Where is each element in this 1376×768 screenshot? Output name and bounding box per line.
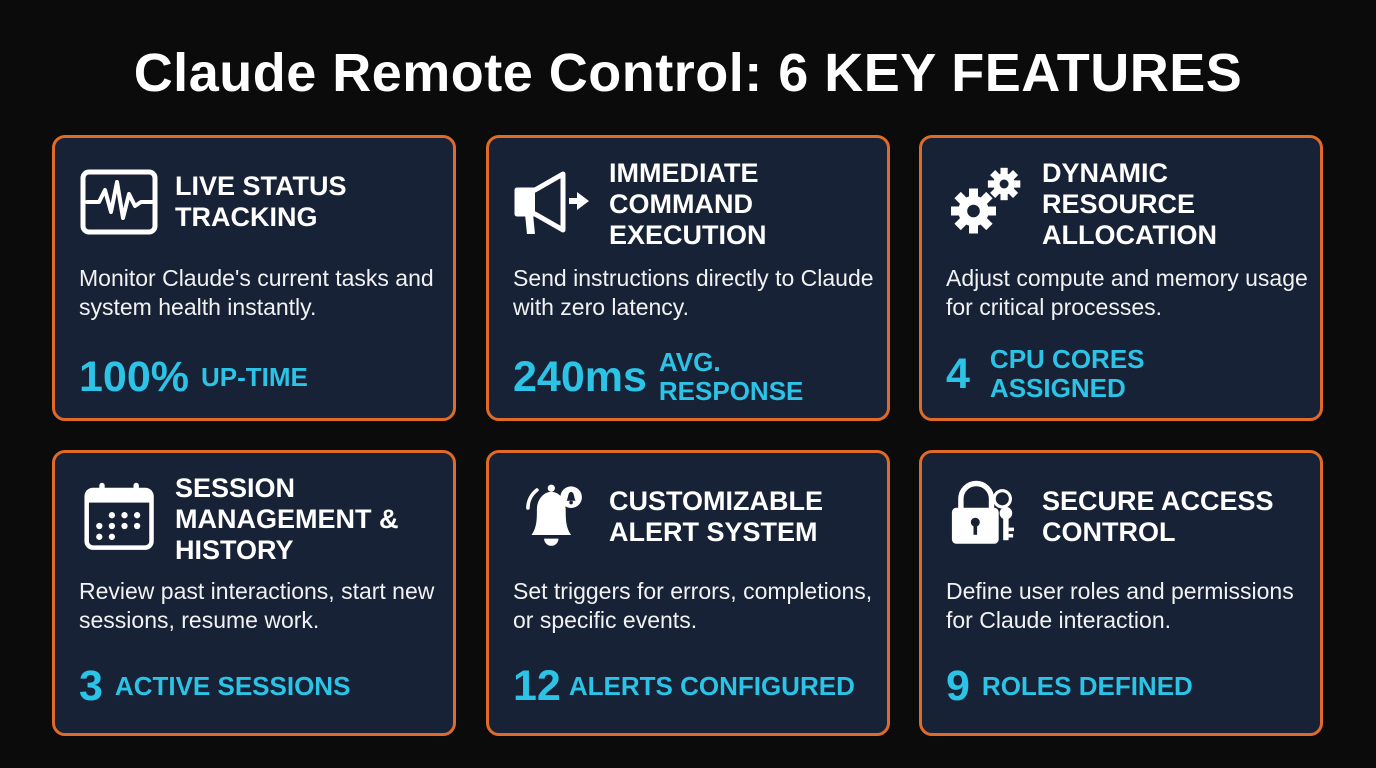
page-title: Claude Remote Control: 6 KEY FEATURES [133, 43, 1243, 103]
metric-label: UP-TIME [200, 361, 308, 392]
metric-value: 100% [79, 353, 189, 401]
feature-description: Define user roles and permissions for Cl… [946, 578, 1294, 633]
feature-description: Review past interactions, start new sess… [79, 578, 435, 633]
feature-card-access-control: SECURE ACCESS CONTROL Define user roles … [919, 450, 1323, 736]
metric-value: 240ms [513, 353, 647, 401]
gears-icon [951, 167, 1021, 234]
feature-heading: LIVE STATUS TRACKING [175, 171, 347, 232]
feature-description: Send instructions directly to Claude wit… [513, 265, 874, 320]
feature-metric: 12 ALERTS CONFIGURED [513, 663, 877, 709]
megaphone-arrow-icon [514, 171, 589, 234]
metric-label: ALERTS CONFIGURED [568, 670, 855, 701]
feature-metric: 4 CPU CORES ASSIGNED [946, 345, 1310, 403]
feature-metric: 9 ROLES DEFINED [946, 663, 1310, 709]
feature-card-live-status: LIVE STATUS TRACKING Monitor Claude's cu… [52, 135, 456, 421]
feature-description: Set triggers for errors, completions, or… [513, 578, 873, 633]
feature-heading: SECURE ACCESS CONTROL [1042, 486, 1274, 547]
calendar-icon [84, 482, 154, 550]
feature-heading: DYNAMIC RESOURCE ALLOCATION [1042, 158, 1217, 250]
feature-description: Monitor Claude's current tasks and syste… [79, 265, 434, 320]
feature-heading: SESSION MANAGEMENT & HISTORY [175, 473, 399, 565]
metric-label: AVG. RESPONSE [658, 347, 804, 406]
feature-heading: CUSTOMIZABLE ALERT SYSTEM [609, 486, 823, 547]
heartbeat-monitor-icon [80, 169, 158, 235]
bell-alert-icon [526, 484, 582, 546]
metric-value: 12 [513, 662, 561, 710]
metric-value: 3 [79, 662, 103, 710]
metric-label: ROLES DEFINED [981, 670, 1193, 701]
feature-metric: 3 ACTIVE SESSIONS [79, 663, 443, 709]
metric-label: ACTIVE SESSIONS [114, 670, 351, 701]
feature-description: Adjust compute and memory usage for crit… [946, 265, 1308, 320]
feature-metric: 100% UP-TIME [79, 354, 443, 400]
metric-value: 9 [946, 662, 970, 710]
metric-label: CPU CORES ASSIGNED [989, 344, 1145, 403]
feature-metric: 240ms AVG. RESPONSE [513, 348, 877, 406]
padlock-key-icon [951, 480, 1014, 544]
feature-card-session-management: SESSION MANAGEMENT & HISTORY Review past… [52, 450, 456, 736]
feature-card-resource-allocation: DYNAMIC RESOURCE ALLOCATION Adjust compu… [919, 135, 1323, 421]
feature-heading: IMMEDIATE COMMAND EXECUTION [609, 158, 767, 250]
metric-value: 4 [946, 350, 970, 398]
feature-card-alert-system: CUSTOMIZABLE ALERT SYSTEM Set triggers f… [486, 450, 890, 736]
feature-card-command-execution: IMMEDIATE COMMAND EXECUTION Send instruc… [486, 135, 890, 421]
